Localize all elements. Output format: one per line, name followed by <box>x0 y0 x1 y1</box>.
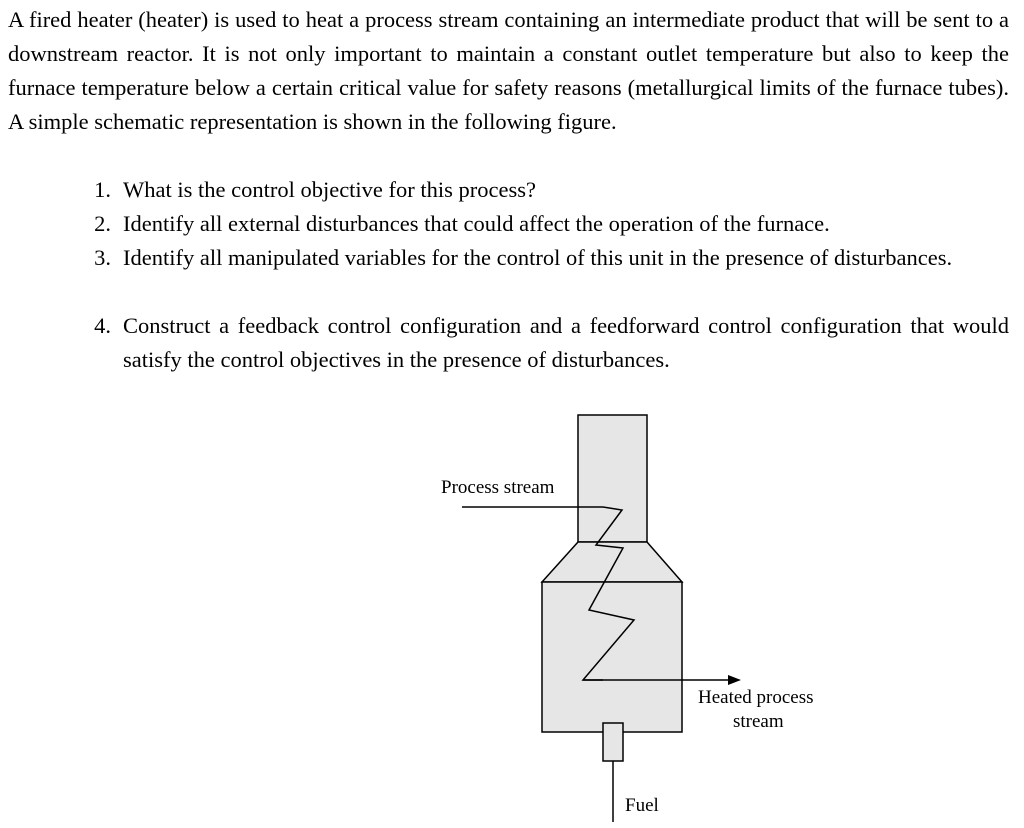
heated-stream-label-line1: Heated process <box>698 687 814 708</box>
question-text: Construct a feedback control configurati… <box>123 313 1009 372</box>
question-number: 4. <box>94 313 111 338</box>
question-item: 1. What is the control objective for thi… <box>94 173 1009 207</box>
process-stream-label: Process stream <box>441 477 555 498</box>
question-text: What is the control objective for this p… <box>123 177 536 202</box>
burner <box>602 722 624 762</box>
question-item: 2. Identify all external disturbances th… <box>94 207 1009 241</box>
question-number: 1. <box>94 177 111 202</box>
question-item: 3. Identify all manipulated variables fo… <box>94 241 1009 275</box>
heating-coil <box>581 506 636 681</box>
heater-transition <box>540 541 684 583</box>
heated-stream-label-line2: stream <box>733 711 784 732</box>
question-text: Identify all manipulated variables for t… <box>123 245 953 270</box>
question-number: 2. <box>94 211 111 236</box>
question-text: Identify all external disturbances that … <box>123 211 830 236</box>
outlet-arrowhead <box>728 675 741 685</box>
question-item: 4. Construct a feedback control configur… <box>94 309 1009 377</box>
heater-firebox <box>541 581 683 733</box>
fuel-label: Fuel <box>625 795 659 816</box>
question-number: 3. <box>94 245 111 270</box>
problem-intro: A fired heater (heater) is used to heat … <box>8 7 1009 134</box>
